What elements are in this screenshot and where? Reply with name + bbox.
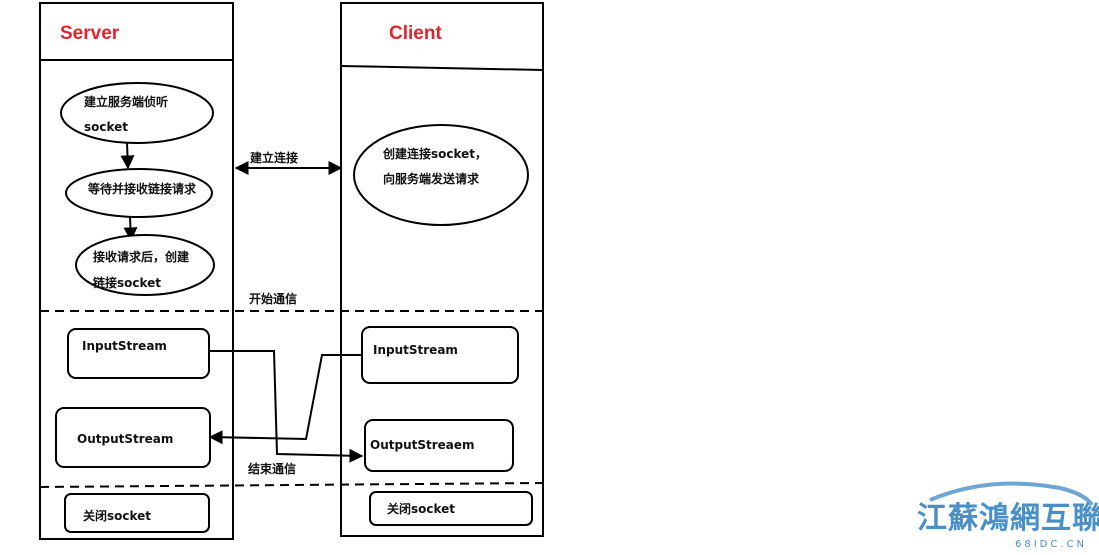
client-column [340,2,544,537]
client-close-socket-box [369,491,533,526]
end-communication-label: 结束通信 [248,461,296,476]
start-communication-label: 开始通信 [249,291,297,306]
server-listen-label-line1: 建立服务端侦听 [83,94,168,109]
server-close-socket-label: 关闭socket [83,508,151,523]
watermark-swoosh [929,481,1094,507]
server-listen-label-line2: socket [84,120,128,134]
end-communication-divider [39,482,544,488]
client-to-server-stream-connector [208,354,362,445]
client-title: Client [389,23,442,44]
server-accept-label: 等待并接收链接请求 [87,181,197,196]
server-outputstream-label: OutputStream [77,432,173,446]
client-outputstream-box [364,419,514,472]
server-inputstream-label: InputStream [82,339,167,353]
client-request-ellipse [353,124,529,226]
server-listen-ellipse [60,82,214,144]
server-to-client-stream-connector [210,350,364,463]
server-create-ellipse [75,234,215,296]
server-create-label-line2: 链接socket [93,275,161,290]
server-create-label-line1: 接收请求后，创建 [93,249,190,264]
client-close-socket-label: 关闭socket [387,501,455,516]
watermark-main-text: 江蘇鴻網互聯 [917,501,1099,536]
server-title: Server [60,23,120,44]
client-header-divider [340,65,544,71]
client-inputstream-label: InputStream [373,343,458,357]
watermark-sub-text: 68IDC.CN [1015,539,1087,550]
client-outputstream-label: OutputStreaem [370,438,475,452]
server-close-socket-box [64,493,210,533]
client-request-label-line2: 向服务端发送请求 [383,171,480,186]
server-flow-arrow-1 [120,142,135,170]
server-column [39,2,234,540]
client-request-label-line1: 创建连接socket， [382,146,487,161]
server-inputstream-box [67,328,210,379]
server-accept-ellipse [65,168,213,218]
connect-label: 建立连接 [249,150,298,165]
watermark-logo: 江蘇鴻網互聯 68IDC.CN [917,481,1099,550]
